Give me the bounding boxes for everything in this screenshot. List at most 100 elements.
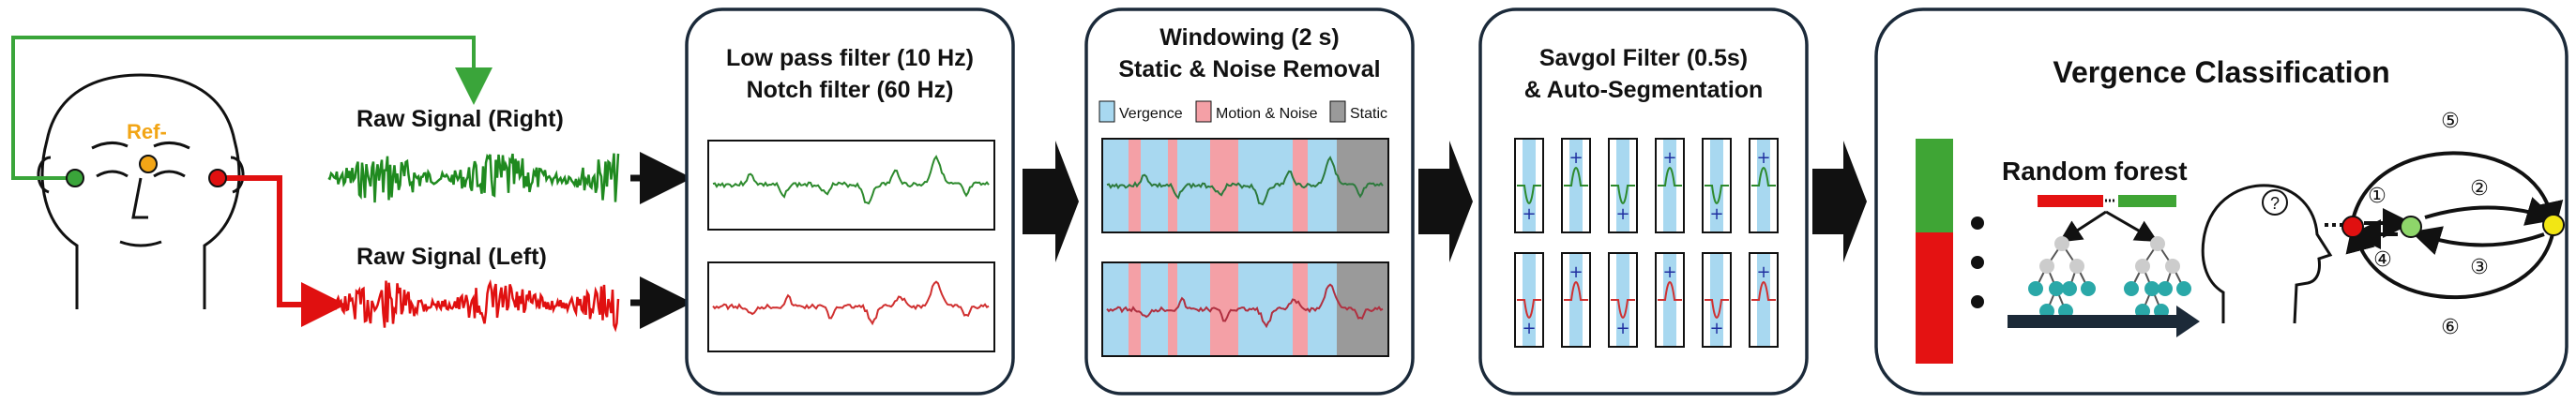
legend-label-vergence: Vergence [1119,106,1183,122]
left-eye [96,170,129,178]
segment-trace [1705,185,1729,204]
segment-highlight [1616,253,1629,347]
profile-head-icon [2201,184,2333,324]
transition-3-arrow [2410,226,2545,255]
segment-highlight [1757,139,1770,232]
segment-peak-marker: + [1756,148,1770,168]
tree-node [2124,281,2139,296]
auto-segments: ++++++++++++ [1514,138,1779,348]
segment-box [1655,138,1685,233]
segment-trace [1611,185,1635,204]
segment-trace [1517,185,1541,204]
transition-label-4: ④ [2373,247,2392,271]
state-transition-diagram: ① ② ③ ④ ⑤ ⑥ [2341,109,2565,338]
nose [131,177,148,219]
classification-title: Vergence Classification [2053,55,2389,89]
windowed-right-trace [1106,156,1384,206]
raw-signal-left-trace [327,278,620,333]
right-eyebrow [153,142,190,150]
segment-peak-marker: + [1709,204,1723,224]
segment-trace [1564,167,1588,187]
filtered-left-trace [712,280,990,326]
tree-node [2158,281,2173,296]
segment-trace [1658,167,1682,187]
forest-split-arrow-left [2058,210,2107,243]
forest-input-green [2118,195,2176,207]
segment-trace [1564,281,1588,301]
transition-5-arc [2351,151,2564,232]
right-lead-wire [11,36,492,180]
segment-highlight [1569,139,1583,232]
window-band [1210,139,1238,232]
tree-node [2150,236,2165,251]
transition-label-6: ⑥ [2441,315,2460,338]
transition-label-5: ⑤ [2441,109,2460,132]
right-eye [153,170,186,178]
raw-signal-left-label: Raw Signal (Left) [356,244,547,270]
segment-peak-marker: + [1522,204,1536,224]
segment-box [1702,138,1732,233]
legend-swatch-motion-noise [1195,100,1212,123]
tree-node [2165,259,2180,274]
random-forest-label: Random forest [2002,157,2188,186]
feature-vector-red [1916,232,1953,364]
windowed-right-box [1101,138,1389,233]
segment-peak-marker: + [1709,319,1723,338]
filtered-right-trace [712,155,990,205]
legend-swatch-static [1329,100,1346,123]
raw-signal-right-label: Raw Signal (Right) [356,106,564,132]
decision-trees [2028,236,2191,319]
classification-flow-arrow [2008,306,2200,337]
segment-peak-marker: + [1568,148,1583,168]
tree-node [2028,281,2043,296]
segment-peak-marker: + [1662,148,1676,168]
windowed-left-trace [1106,283,1384,329]
segment-trace [1751,167,1776,187]
right-ear [230,156,245,194]
window-band [1168,139,1177,232]
transition-label-1: ① [2368,184,2387,207]
legend-label-motion-noise: Motion & Noise [1216,106,1318,122]
windowing-title-line1: Windowing (2 s) [1159,24,1339,51]
segment-box [1514,252,1544,348]
segment-box [1608,252,1638,348]
filter-title-line1: Low pass filter (10 Hz) [726,45,974,71]
savgol-title-line1: Savgol Filter (0.5s) [1539,45,1748,71]
ellipsis-dot-1 [1971,216,1984,230]
segment-trace [1705,299,1729,319]
state-node-2 [2400,216,2422,238]
reference-electrode [139,155,158,173]
segment-trace [1611,299,1635,319]
transition-2-arrow [2424,197,2557,226]
windowing-title-line2: Static & Noise Removal [1118,56,1380,82]
segment-trace [1751,281,1776,301]
ellipsis-dot-3 [1971,295,1984,308]
segment-box [1514,138,1544,233]
segment-trace [1658,281,1682,301]
segment-peak-marker: + [1615,204,1629,224]
state-node-1 [2341,216,2364,238]
segment-highlight [1616,139,1629,232]
segment-highlight [1569,253,1583,347]
tree-node [2039,259,2054,274]
transition-6-arc [2345,221,2555,300]
tree-node [2144,281,2159,296]
feature-vector-green [1916,139,1953,232]
segment-trace [1517,299,1541,319]
state-node-3 [2542,214,2565,236]
segment-box [1749,252,1779,348]
legend-label-static: Static [1350,106,1387,122]
segment-highlight [1757,253,1770,347]
segment-peak-marker: + [1662,262,1676,282]
tree-node [2176,281,2191,296]
window-band [1293,262,1308,356]
left-eyebrow [91,142,129,150]
head-illustration [37,73,245,309]
ellipsis-dot-2 [1971,256,1984,269]
segment-peak-marker: + [1615,319,1629,338]
tree-node [2081,281,2096,296]
window-band [1210,262,1238,356]
mouth [119,240,162,247]
filter-title-line2: Notch filter (60 Hz) [747,77,954,103]
transition-label-2: ② [2470,176,2489,200]
